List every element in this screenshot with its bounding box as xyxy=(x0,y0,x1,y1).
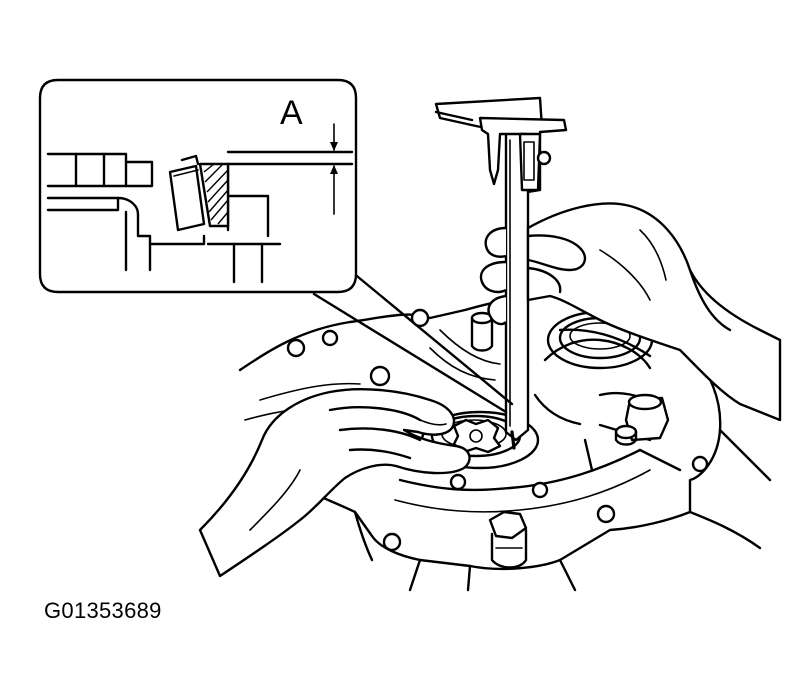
flange-bolt-9 xyxy=(691,455,709,473)
flange-bolt-3 xyxy=(369,365,391,387)
flange-bolt-1 xyxy=(286,338,306,358)
right-hand xyxy=(479,202,782,422)
detail-roller xyxy=(168,164,206,232)
dowel-pin xyxy=(470,311,494,352)
flange-bolt-4 xyxy=(410,308,430,328)
flange-bolt-7 xyxy=(596,504,616,524)
left-hand xyxy=(198,388,471,578)
vernier-caliper xyxy=(434,96,568,450)
detail-outer-race xyxy=(198,162,230,228)
hex-bolt-center xyxy=(488,510,528,569)
figure-id: G01353689 xyxy=(44,598,162,623)
case-bolt-right-low xyxy=(614,424,638,446)
dimension-arrows xyxy=(330,123,338,215)
callout-leader xyxy=(312,270,514,414)
dimension-label: A xyxy=(280,94,303,132)
transmission-case xyxy=(238,293,772,592)
detail-callout-box xyxy=(38,78,358,294)
flange-bolt-2 xyxy=(321,329,339,347)
detail-shaft xyxy=(46,152,154,188)
flange-bolt-8 xyxy=(382,532,402,552)
flange-bolt-6 xyxy=(531,481,549,499)
flange-bolt-5 xyxy=(449,473,467,491)
